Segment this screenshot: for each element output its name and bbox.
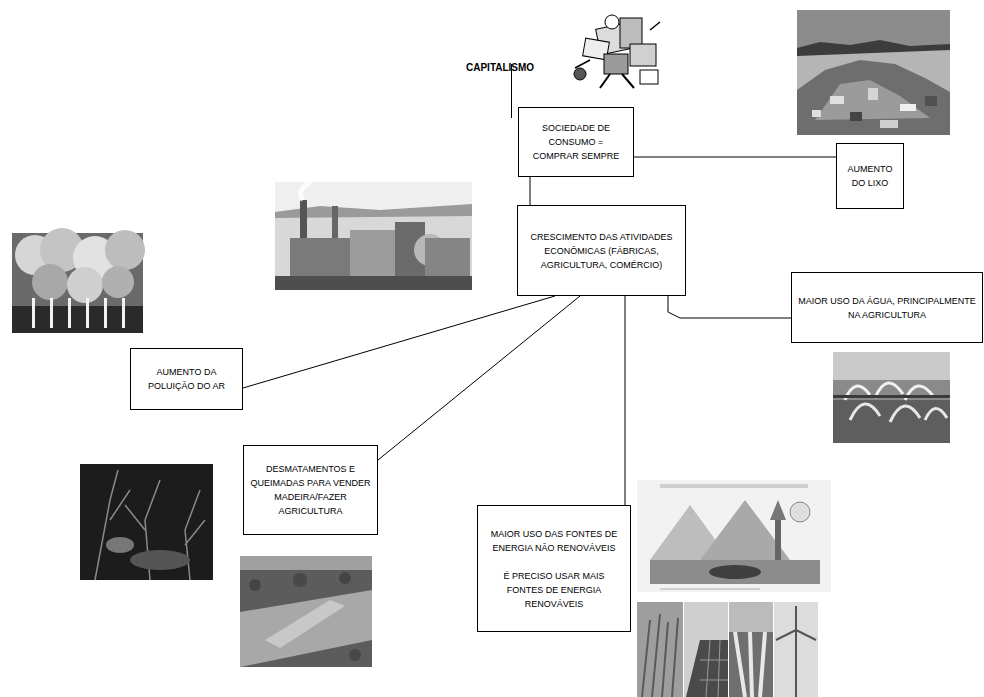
box-text: MAIOR USO DA ÁGUA, PRINCIPALMENTE NA AGR… [798, 294, 976, 322]
effect-box: AUMENTO DA POLUIÇÃO DO AR [130, 348, 243, 410]
effect-box: DESMATAMENTOS E QUEIMADAS PARA VENDER MA… [243, 445, 378, 535]
connector-line [625, 296, 626, 505]
concept-box: SOCIEDADE DE CONSUMO = COMPRAR SEMPRE [518, 107, 634, 177]
box-text: É PRECISO USAR MAIS FONTES DE ENERGIA RE… [484, 569, 624, 611]
connector-path [634, 157, 836, 158]
connector-path [530, 177, 531, 205]
garbage-photo [797, 10, 950, 135]
renewable-energy-photo [637, 602, 818, 697]
box-text: SOCIEDADE DE CONSUMO = COMPRAR SEMPRE [525, 121, 627, 163]
connector-path [668, 296, 791, 318]
connector-line [378, 296, 580, 460]
smokestack-photo [12, 228, 145, 333]
connector-line [243, 296, 555, 388]
box-text: DESMATAMENTOS E QUEIMADAS PARA VENDER MA… [250, 462, 371, 518]
box-text: CRESCIMENTO DAS ATIVIDADES ECONÔMICAS (F… [524, 230, 679, 272]
connector-line [530, 177, 531, 205]
concept-box: CRESCIMENTO DAS ATIVIDADES ECONÔMICAS (F… [517, 205, 686, 296]
fire-photo [80, 464, 213, 580]
box-text: AUMENTO DO LIXO [843, 162, 897, 190]
box-text: MAIOR USO DAS FONTES DE ENERGIA NÃO RENO… [484, 527, 624, 555]
deforestation-photo [240, 556, 372, 667]
effect-box: AUMENTO DO LIXO [836, 143, 904, 209]
effect-box: MAIOR USO DAS FONTES DE ENERGIA NÃO RENO… [477, 505, 631, 632]
box-text: AUMENTO DA POLUIÇÃO DO AR [137, 365, 236, 393]
heading-label: CAPITALISMO [466, 62, 534, 73]
energy-diagram [637, 480, 831, 592]
connector-path [625, 296, 626, 505]
effect-box: MAIOR USO DA ÁGUA, PRINCIPALMENTE NA AGR… [791, 272, 983, 343]
connector-path [243, 296, 555, 388]
connector-line [668, 296, 791, 318]
irrigation-photo [833, 352, 950, 443]
connector-path [378, 296, 580, 460]
consumer-cartoon [568, 12, 665, 92]
factory-photo [275, 176, 472, 290]
connector-line [634, 157, 836, 158]
